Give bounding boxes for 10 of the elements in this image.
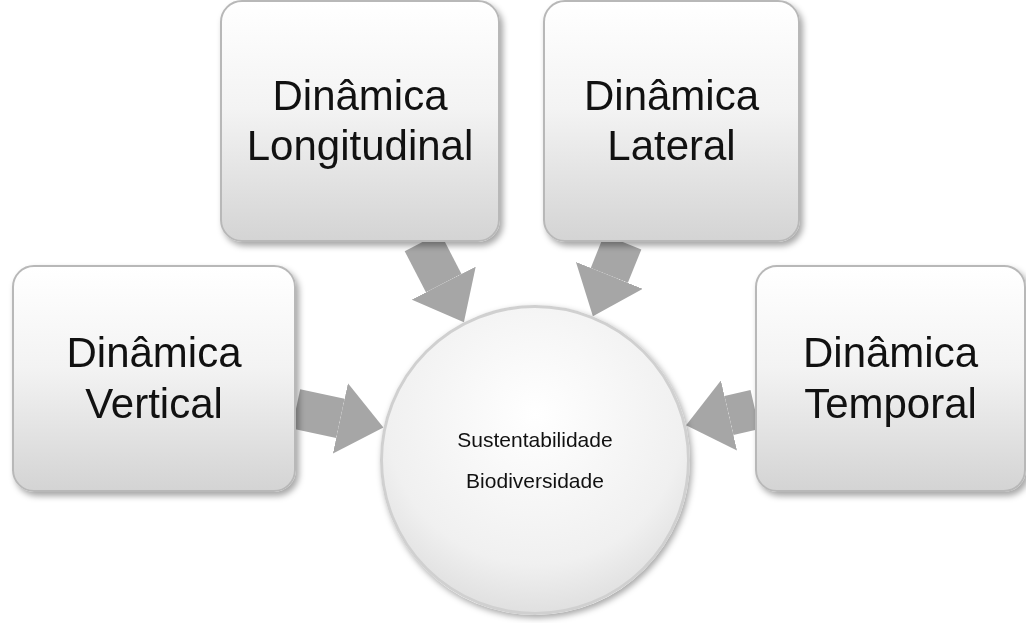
- process-box: [220, 0, 500, 242]
- box-label: Dinâmica Temporal: [801, 328, 980, 429]
- process-box: [543, 0, 800, 242]
- box-label: Dinâmica Longitudinal: [245, 70, 475, 171]
- circle-label: Sustentabilidade: [457, 426, 613, 452]
- box-label: Dinâmica Lateral: [582, 70, 761, 171]
- process-box: [755, 265, 1026, 492]
- circle-label: Biodiversidade: [466, 468, 604, 494]
- process-box: [12, 265, 296, 492]
- box-label: Dinâmica Vertical: [65, 328, 243, 429]
